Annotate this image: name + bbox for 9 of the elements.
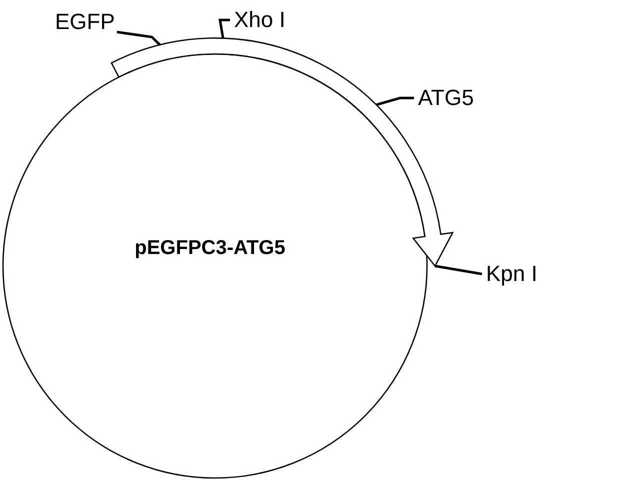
leader-line [434, 264, 482, 276]
site-label: Kpn I [486, 262, 538, 286]
leader-line [218, 18, 230, 38]
gene-label: ATG5 [418, 86, 474, 110]
plasmid-name: pEGFPC3-ATG5 [134, 236, 286, 260]
leader-line [376, 96, 414, 106]
site-label: Xho I [234, 8, 286, 32]
leader-line [116, 30, 161, 46]
gene-label: EGFP [55, 10, 115, 34]
